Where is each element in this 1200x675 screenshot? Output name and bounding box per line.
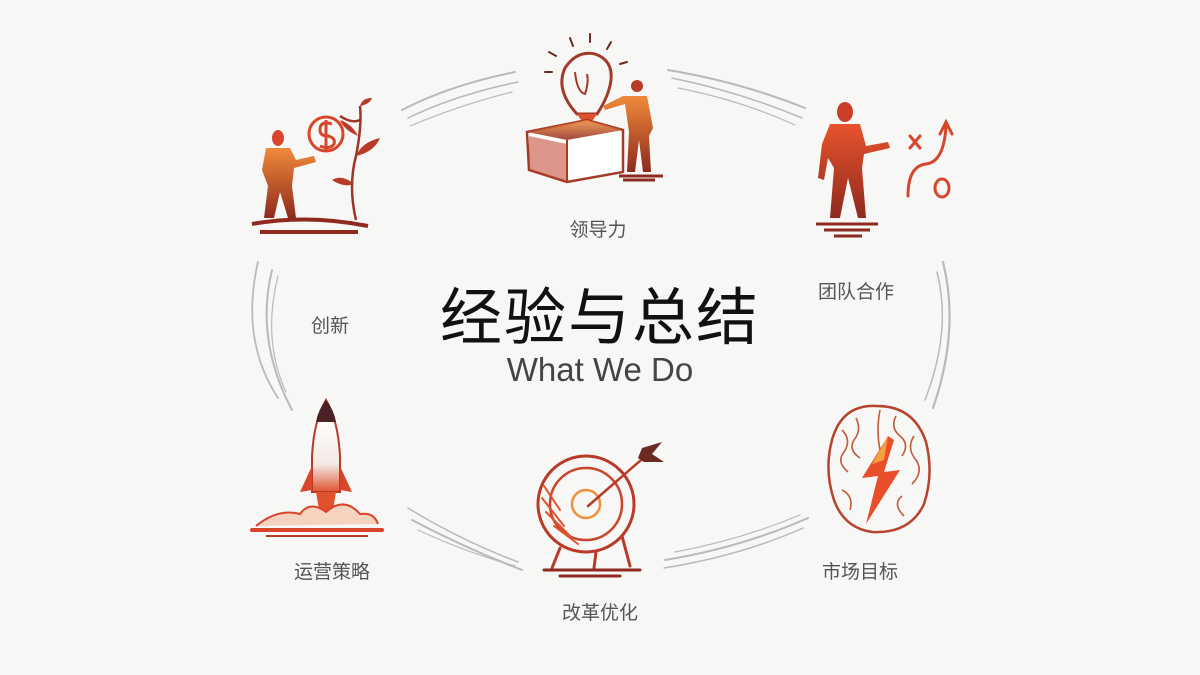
brain-lightning-icon bbox=[827, 404, 931, 534]
money-plant-person-icon bbox=[251, 98, 380, 234]
strategy-person-icon bbox=[816, 102, 954, 238]
main-title: 经验与总结 bbox=[439, 281, 760, 354]
item-label: 团队合作 bbox=[817, 281, 894, 303]
item-label: 领导力 bbox=[569, 219, 627, 241]
subtitle: What We Do bbox=[506, 351, 694, 388]
lightbulb-box-person-icon bbox=[525, 33, 663, 184]
item-label: 运营策略 bbox=[293, 561, 370, 583]
rocket-launch-icon bbox=[250, 398, 384, 537]
target-arrow-icon bbox=[536, 442, 664, 578]
item-label: 改革优化 bbox=[561, 602, 638, 624]
item-label: 市场目标 bbox=[821, 561, 898, 583]
item-label: 创新 bbox=[310, 315, 349, 337]
